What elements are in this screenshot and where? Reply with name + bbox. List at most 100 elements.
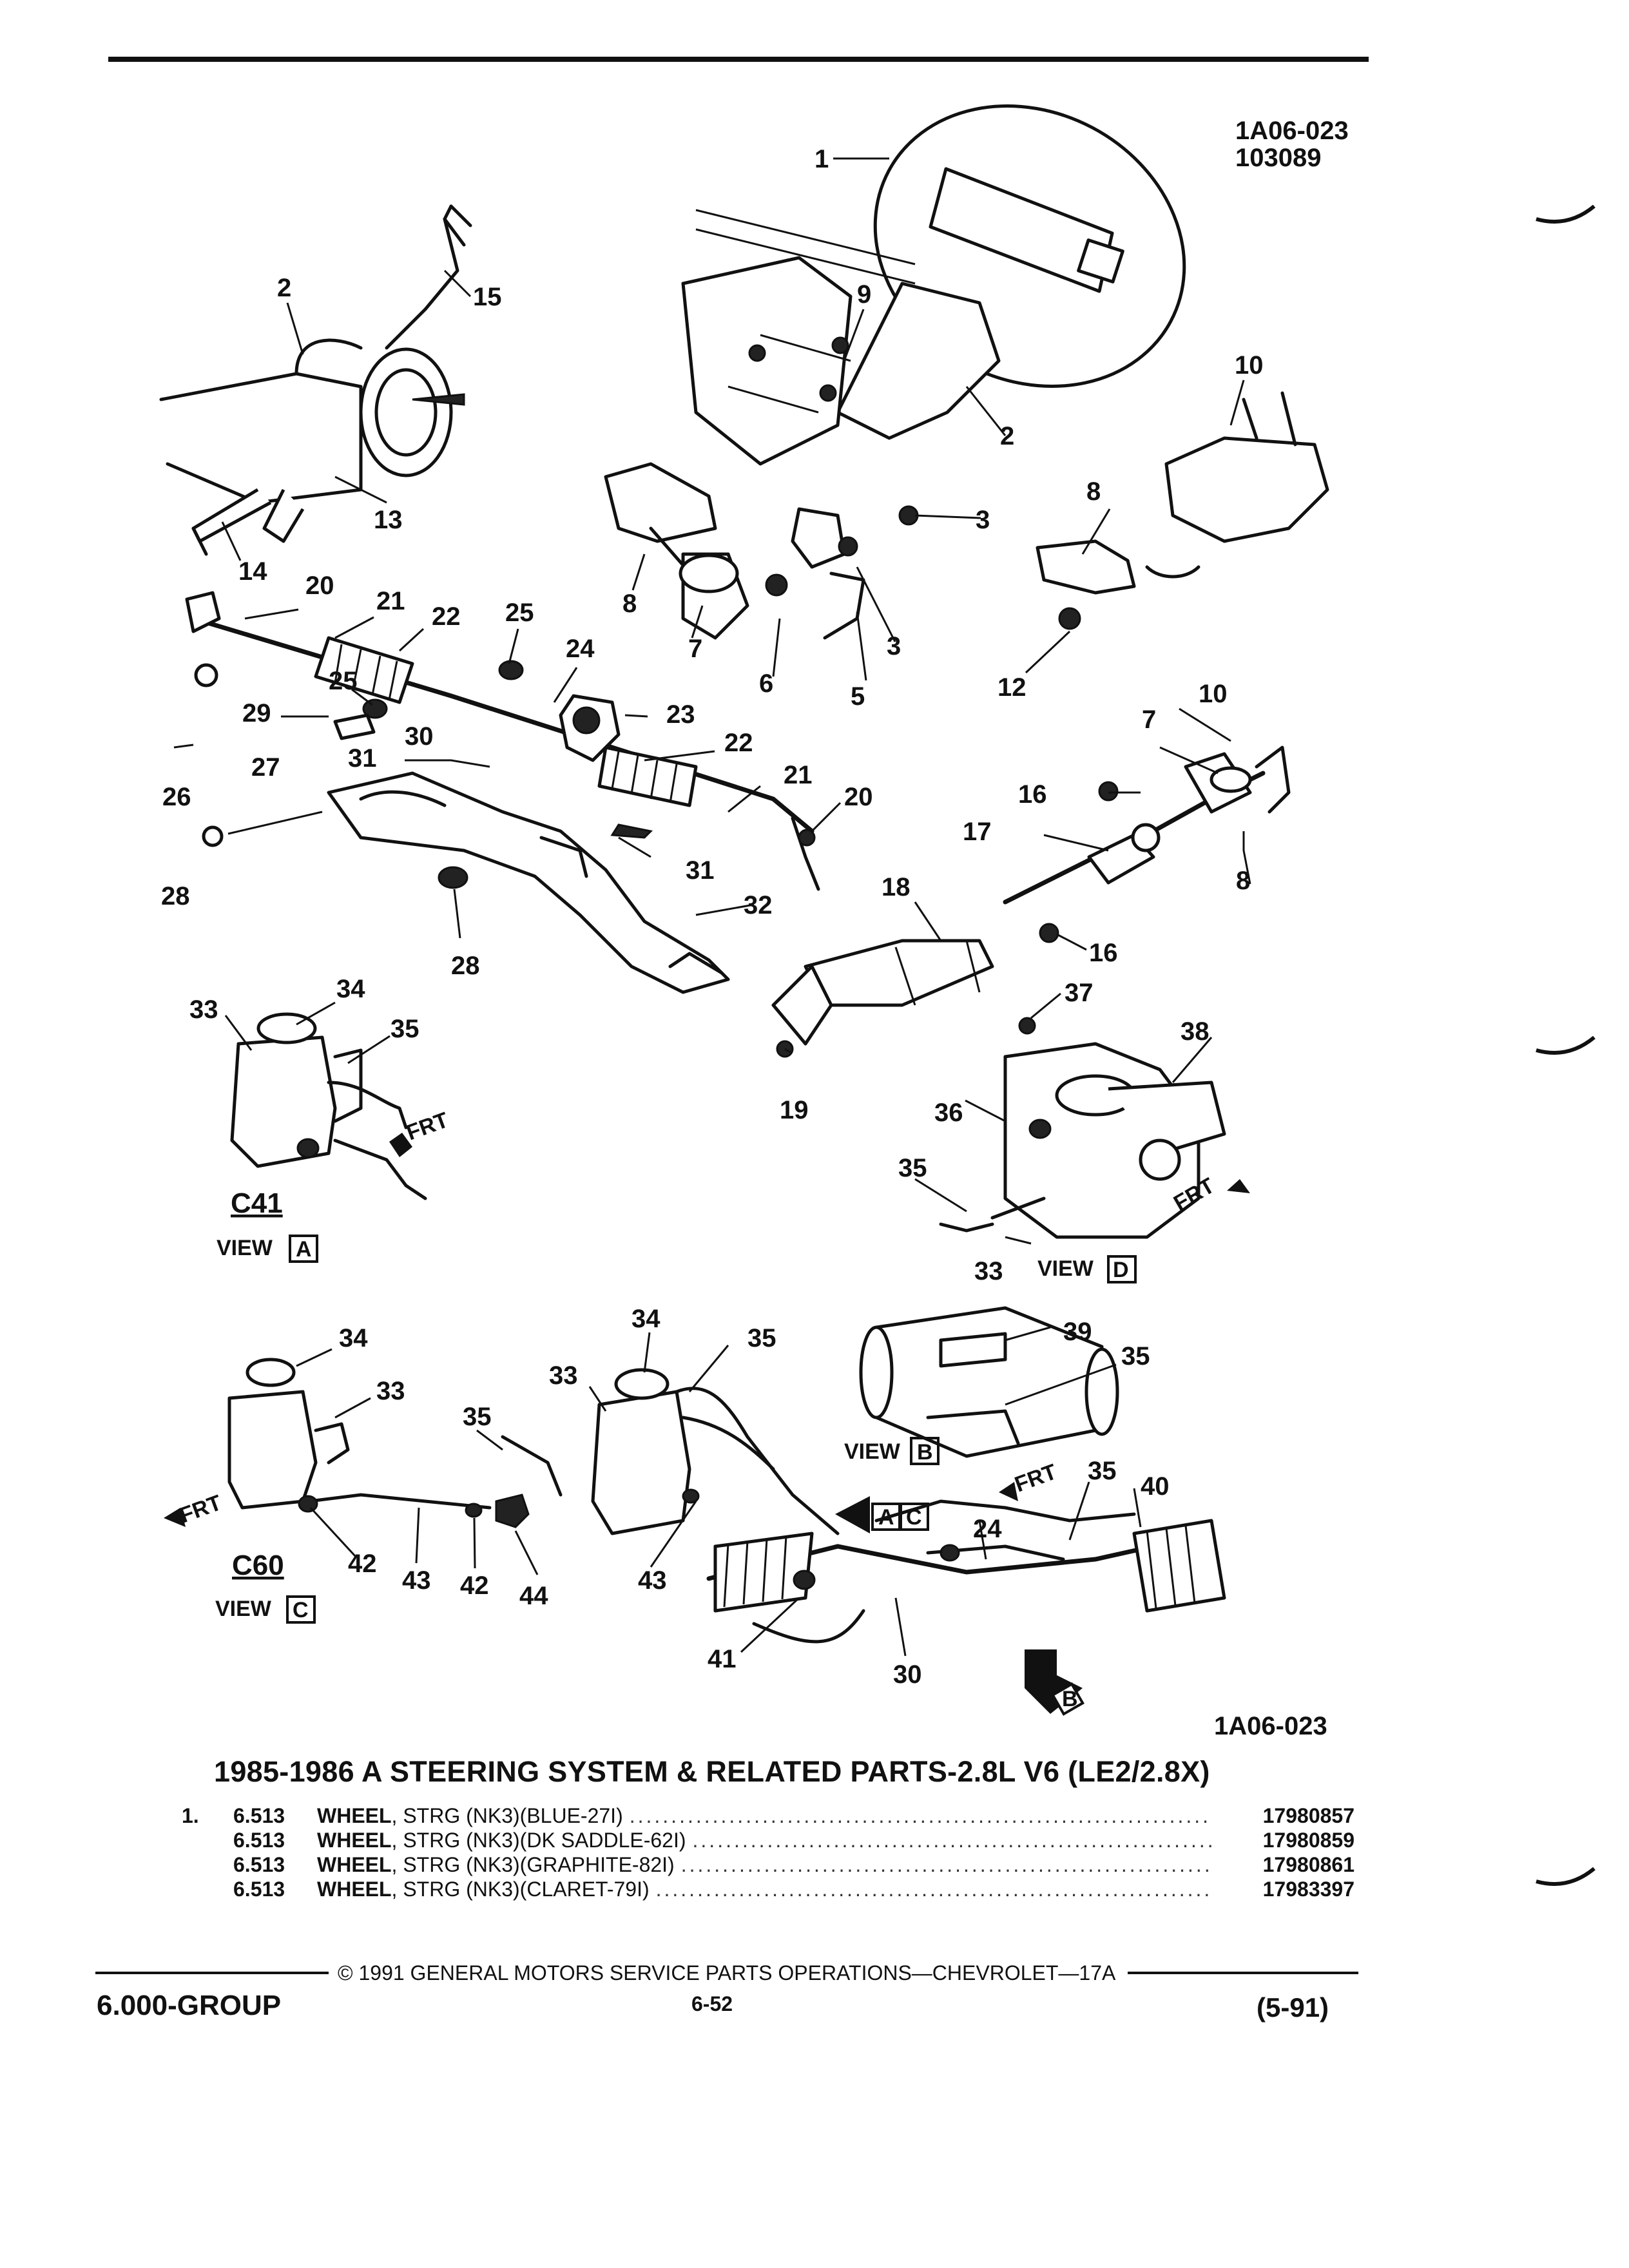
callout-29: 29 bbox=[242, 699, 271, 727]
callout-23: 23 bbox=[666, 700, 695, 729]
pump-view-d bbox=[939, 1017, 1226, 1239]
callout-25: 25 bbox=[505, 599, 534, 627]
view-a-letter: A bbox=[296, 1237, 312, 1262]
callout-8: 8 bbox=[622, 590, 637, 618]
view-d-letter: D bbox=[1113, 1258, 1129, 1282]
view-ac-letter-c: C bbox=[906, 1505, 922, 1530]
part-description: WHEEL, STRG (NK3)(GRAPHITE-82I) bbox=[317, 1853, 675, 1876]
leader-dots: ........................................… bbox=[692, 1829, 1213, 1852]
callout-22: 22 bbox=[432, 602, 461, 631]
figure-bottom-code: 1A06-023 bbox=[1214, 1712, 1327, 1740]
callout-17: 17 bbox=[963, 818, 992, 846]
callout-1: 1 bbox=[815, 145, 829, 173]
leader-dots: ........................................… bbox=[655, 1878, 1213, 1901]
top-rule bbox=[108, 57, 1369, 62]
group-label: 6.000-GROUP bbox=[97, 1990, 282, 2021]
view-c-letter: C bbox=[293, 1598, 309, 1622]
callout-35: 35 bbox=[1121, 1342, 1150, 1370]
callout-28: 28 bbox=[451, 952, 480, 980]
callout-5: 5 bbox=[851, 682, 865, 711]
callout-44: 44 bbox=[519, 1582, 548, 1610]
part-qty: 6.513 bbox=[233, 1829, 285, 1852]
callout-42: 42 bbox=[460, 1571, 489, 1600]
callout-7: 7 bbox=[1142, 706, 1156, 734]
parts-row: 6.513 WHEEL, STRG (NK3)(DK SADDLE-62I) .… bbox=[182, 1829, 1354, 1853]
clip-view-b bbox=[859, 1306, 1119, 1458]
callout-34: 34 bbox=[631, 1305, 660, 1333]
figure-code: 1A06-023 bbox=[1235, 117, 1349, 145]
page-number: 6-52 bbox=[691, 1992, 733, 2015]
steering-column bbox=[681, 256, 1001, 466]
callout-10: 10 bbox=[1199, 680, 1228, 708]
callout-38: 38 bbox=[1181, 1017, 1210, 1046]
callout-18: 18 bbox=[882, 873, 911, 901]
steering-wheel bbox=[695, 104, 1186, 388]
callout-37: 37 bbox=[1065, 979, 1094, 1007]
callout-numbers: 1 2 2 3 3 24 5 6 7 7 8 8 8 9 10 10 12 13… bbox=[161, 145, 1264, 1689]
callout-25: 25 bbox=[329, 667, 358, 695]
callout-35: 35 bbox=[747, 1324, 776, 1352]
view-c-caption: VIEW bbox=[215, 1597, 272, 1621]
steering-system-diagram: 1A06-023 103089 bbox=[159, 104, 1349, 1740]
binder-mark bbox=[1536, 204, 1595, 224]
callout-41: 41 bbox=[708, 1645, 737, 1673]
view-ac-arrow-icon bbox=[835, 1496, 870, 1533]
view-ac-letter-a: A bbox=[878, 1505, 894, 1530]
view-b-caption: VIEW bbox=[844, 1439, 901, 1464]
callout-21: 21 bbox=[784, 761, 813, 789]
column-lock-assembly bbox=[159, 204, 472, 556]
parts-row: 1. 6.513 WHEEL, STRG (NK3)(BLUE-27I) ...… bbox=[182, 1804, 1354, 1829]
callout-leaders bbox=[173, 157, 1251, 1657]
part-description: WHEEL, STRG (NK3)(BLUE-27I) bbox=[317, 1804, 623, 1827]
rack-and-pinion bbox=[185, 591, 820, 891]
view-b-letter: B bbox=[917, 1440, 933, 1465]
callout-35: 35 bbox=[898, 1154, 927, 1182]
upper-column-shaft bbox=[1036, 391, 1329, 630]
hose-and-rack-assembly bbox=[591, 1368, 1226, 1644]
callout-30: 30 bbox=[405, 722, 434, 751]
part-qty: 6.513 bbox=[233, 1804, 285, 1827]
callout-2: 2 bbox=[277, 274, 291, 302]
callout-8: 8 bbox=[1086, 477, 1101, 506]
part-number: 17980857 bbox=[1262, 1804, 1354, 1827]
parts-row: 6.513 WHEEL, STRG (NK3)(CLARET-79I) ....… bbox=[182, 1878, 1354, 1902]
callout-42: 42 bbox=[348, 1550, 377, 1578]
crossmember bbox=[327, 771, 730, 994]
frt-label-a: FRT bbox=[403, 1108, 452, 1145]
callout-31: 31 bbox=[348, 744, 377, 773]
footer-rule-right bbox=[1128, 1972, 1358, 1974]
callout-14: 14 bbox=[238, 557, 267, 586]
callout-24: 24 bbox=[973, 1515, 1002, 1543]
callout-43: 43 bbox=[638, 1566, 667, 1595]
callout-7: 7 bbox=[688, 635, 702, 663]
callout-28: 28 bbox=[161, 882, 190, 910]
callout-3: 3 bbox=[887, 632, 901, 660]
callout-30: 30 bbox=[893, 1660, 922, 1689]
callout-10: 10 bbox=[1235, 351, 1264, 380]
callout-3: 3 bbox=[976, 506, 990, 534]
callout-6: 6 bbox=[759, 669, 773, 698]
callout-33: 33 bbox=[974, 1257, 1003, 1285]
callout-31: 31 bbox=[686, 856, 715, 885]
view-d-box bbox=[1107, 1255, 1137, 1283]
view-a-box bbox=[289, 1235, 318, 1263]
callout-16: 16 bbox=[1089, 939, 1118, 967]
binder-mark bbox=[1536, 1867, 1595, 1886]
part-number: 17983397 bbox=[1262, 1878, 1354, 1901]
callout-43: 43 bbox=[402, 1566, 431, 1595]
view-d-caption: VIEW bbox=[1037, 1256, 1094, 1281]
callout-33: 33 bbox=[376, 1377, 405, 1405]
callout-40: 40 bbox=[1141, 1472, 1170, 1501]
callout-34: 34 bbox=[339, 1324, 368, 1352]
callout-20: 20 bbox=[305, 572, 334, 600]
callout-22: 22 bbox=[724, 729, 753, 757]
view-c-box bbox=[286, 1595, 316, 1624]
callout-12: 12 bbox=[998, 673, 1027, 702]
callout-15: 15 bbox=[473, 283, 502, 311]
leader-dots: ........................................… bbox=[629, 1804, 1213, 1827]
parts-row: 6.513 WHEEL, STRG (NK3)(GRAPHITE-82I) ..… bbox=[182, 1853, 1354, 1878]
leader-dots: ........................................… bbox=[680, 1853, 1213, 1876]
frt-arrow-icon bbox=[389, 1133, 412, 1157]
callout-36: 36 bbox=[934, 1099, 963, 1127]
callout-19: 19 bbox=[780, 1096, 809, 1124]
